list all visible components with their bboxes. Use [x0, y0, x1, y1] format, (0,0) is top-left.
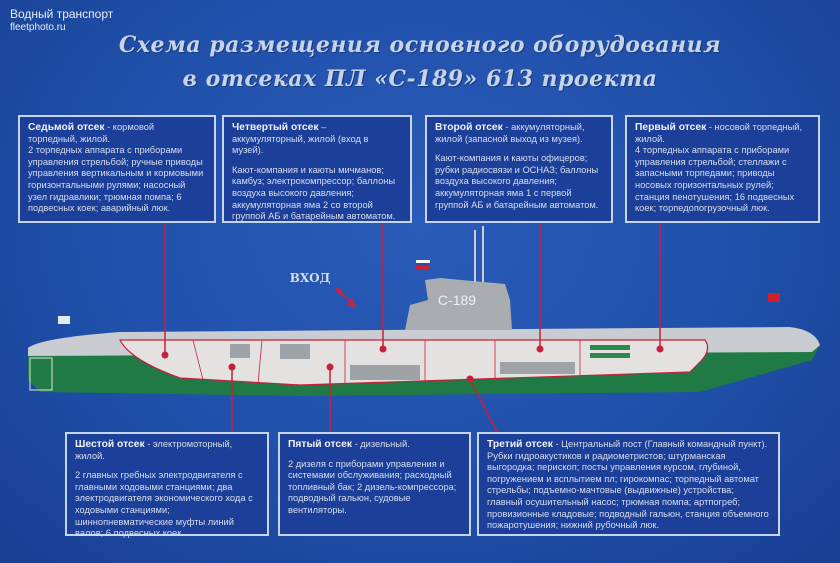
watermark-line2: fleetphoto.ru: [10, 22, 66, 33]
compartment-details: Рубки гидроакустиков и радиометристов; ш…: [487, 450, 769, 531]
compartment-seventh-box: Седьмой отсек - кормовой торпедный, жило…: [18, 115, 216, 223]
compartment-summary: - носовой торпедный, жилой.: [635, 122, 803, 144]
compartment-name: Первый отсек: [635, 122, 707, 133]
compartment-name: Шестой отсек: [75, 439, 145, 450]
callout-dot-second: [536, 345, 544, 353]
watermark: Водный транспорт fleetphoto.ru: [10, 8, 113, 34]
compartment-details: Кают-компания и каюты офицеров; рубки ра…: [435, 153, 599, 210]
hull-number: С-189: [438, 292, 476, 308]
callout-dot-seventh: [161, 351, 169, 359]
naval-ensign-icon: [58, 316, 70, 324]
compartment-first-box: Первый отсек - носовой торпедный, жилой.…: [625, 115, 820, 223]
compartment-name: Пятый отсек: [288, 439, 352, 450]
compartment-summary: - Центральный пост (Главный командный пу…: [552, 439, 768, 449]
watermark-line1: Водный транспорт: [10, 7, 114, 21]
conning-tower: [405, 278, 512, 330]
compartment-name: Седьмой отсек: [28, 122, 105, 133]
compartment-details: 4 торпедных аппарата с приборами управле…: [635, 145, 795, 214]
compartment-sixth-box: Шестой отсек - электромоторный, жилой. 2…: [65, 432, 269, 538]
entrance-arrow-icon: [335, 287, 356, 308]
board-title: Схема размещения основного оборудования …: [0, 28, 840, 96]
compartment-summary: - дизельный.: [351, 439, 410, 449]
compartment-details: Кают-компания и каюты мичманов; камбуз; …: [232, 164, 396, 222]
callout-dot-fifth: [326, 363, 334, 371]
compartment-details: 2 дизеля с приборами управления и систем…: [288, 458, 457, 515]
jack-flag-icon: [768, 293, 780, 302]
callout-dot-sixth: [228, 363, 236, 371]
callout-dot-first: [656, 345, 664, 353]
title-line2: в отсеках ПЛ «С-189» 613 проекта: [182, 66, 658, 92]
compartment-details: 2 главных гребных электродвигателя с гла…: [75, 470, 253, 539]
compartment-name: Третий отсек: [487, 439, 553, 450]
callout-dot-third: [466, 375, 474, 383]
compartment-summary: - аккумуляторный, жилой (запасной выход …: [435, 122, 585, 144]
title-line1: Схема размещения основного оборудования: [118, 32, 722, 58]
compartment-fifth-box: Пятый отсек - дизельный. 2 дизеля с приб…: [278, 432, 471, 536]
compartment-third-box: Третий отсек - Центральный пост (Главный…: [477, 432, 780, 536]
compartment-summary: - кормовой торпедный, жилой.: [28, 122, 155, 144]
compartment-summary: - электромоторный, жилой.: [75, 439, 233, 461]
compartment-name: Четвертый отсек: [232, 122, 319, 133]
entrance-label: ВХОД: [290, 271, 331, 285]
rudder: [29, 357, 53, 391]
callout-lines: [164, 222, 661, 433]
compartment-second-box: Второй отсек - аккумуляторный, жилой (за…: [425, 115, 613, 223]
callout-dot-fourth: [379, 345, 387, 353]
compartment-name: Второй отсек: [435, 122, 503, 133]
compartment-summary: – аккумуляторный, жилой (вход в музей).: [232, 122, 369, 156]
compartment-details: 2 торпедных аппарата с приборами управле…: [28, 145, 204, 214]
compartment-fourth-box: Четвертый отсек – аккумуляторный, жилой …: [222, 115, 412, 223]
